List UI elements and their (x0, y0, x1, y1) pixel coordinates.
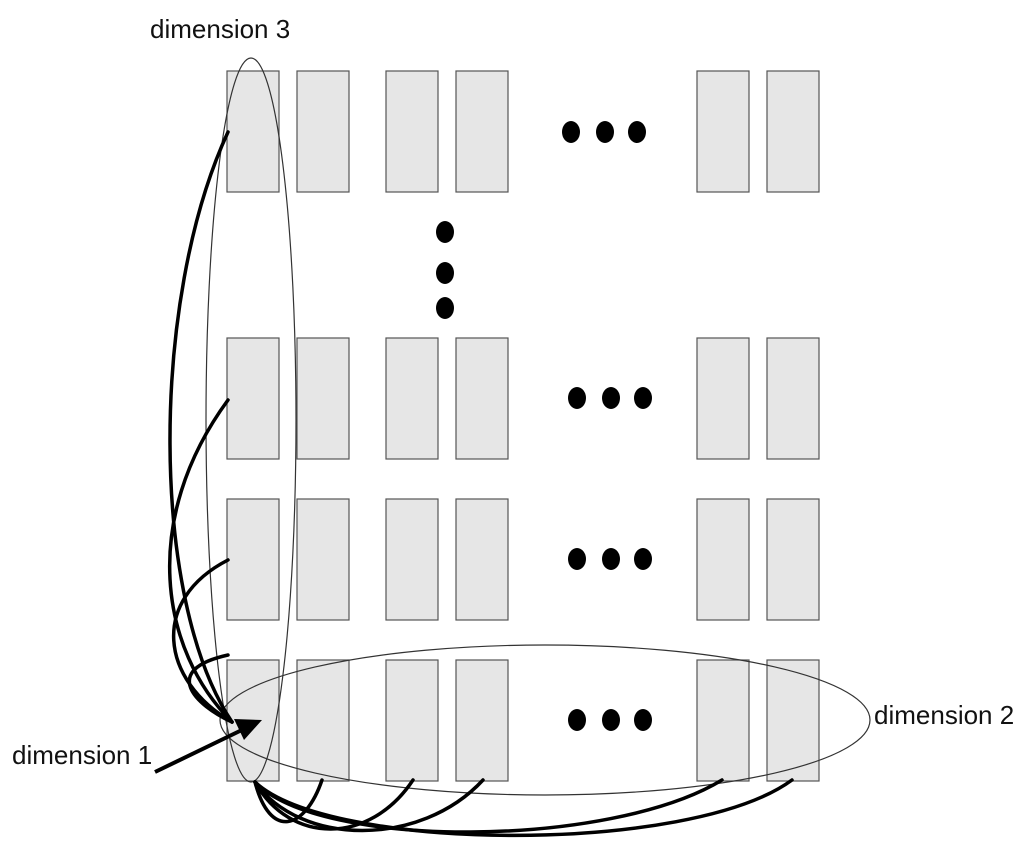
dimension-3-links (167, 130, 234, 724)
cell-r1-c1 (226, 70, 280, 193)
vertical-ellipsis-dot-3 (436, 297, 454, 319)
cell-r3-c6 (766, 498, 820, 621)
cell-r2-c4 (455, 337, 509, 460)
dimension-2-links (253, 778, 794, 838)
cell-r1-c4 (455, 70, 509, 193)
cell-r4-c2 (296, 659, 350, 782)
cell-r4-c5 (696, 659, 750, 782)
cell-r4-c6 (766, 659, 820, 782)
cell-r1-c5 (696, 70, 750, 193)
ellipsis-dot-row1-2 (596, 121, 614, 143)
link-col4-to-source (253, 778, 485, 833)
ellipsis-dot-row4-3 (634, 709, 652, 731)
vertical-ellipsis-dot-2 (436, 262, 454, 284)
cell-r2-c1 (226, 337, 280, 460)
cell-r2-c2 (296, 337, 350, 460)
cell-r3-c1 (226, 498, 280, 621)
cell-r3-c4 (455, 498, 509, 621)
cell-r2-c3 (385, 337, 439, 460)
ellipsis-dot-row3-2 (602, 548, 620, 570)
dimension-1-label: dimension 1 (12, 740, 152, 770)
ellipsis-dot-row2-2 (602, 387, 620, 409)
ellipsis-dot-row1-1 (562, 121, 580, 143)
link-row3-to-target (172, 558, 234, 724)
cell-r3-c2 (296, 498, 350, 621)
cell-r1-c2 (296, 70, 350, 193)
dimension-3-ellipse (205, 57, 297, 783)
link-row2-to-target (167, 398, 234, 724)
ellipsis-dot-row1-3 (628, 121, 646, 143)
ellipsis-dot-row3-3 (634, 548, 652, 570)
dimension-1-arrow-shaft (154, 726, 247, 774)
ellipsis-dots (436, 121, 652, 731)
cell-r4-c3 (385, 659, 439, 782)
ellipsis-dot-row2-3 (634, 387, 652, 409)
vertical-ellipsis-dot-1 (436, 221, 454, 243)
cell-r1-c6 (766, 70, 820, 193)
dimension-2-ellipse (219, 644, 871, 796)
cell-r3-c5 (696, 498, 750, 621)
dimension-3-label: dimension 3 (150, 14, 290, 44)
dimension-2-label: dimension 2 (874, 700, 1014, 730)
ellipsis-dot-row4-1 (568, 709, 586, 731)
link-row4-to-target (187, 653, 234, 724)
link-col2-to-source (253, 778, 324, 824)
ellipsis-dot-row2-1 (568, 387, 586, 409)
link-row1-to-target (168, 130, 234, 724)
cell-grid (226, 70, 820, 782)
dimension-1-arrow (154, 719, 262, 774)
cell-r1-c3 (385, 70, 439, 193)
cell-r4-c4 (455, 659, 509, 782)
link-col6-to-source (253, 778, 794, 838)
ellipsis-dot-row4-2 (602, 709, 620, 731)
cell-r2-c5 (696, 337, 750, 460)
ellipsis-dot-row3-1 (568, 548, 586, 570)
dimension-1-arrowhead (234, 719, 262, 740)
cell-r3-c3 (385, 498, 439, 621)
cell-r2-c6 (766, 337, 820, 460)
